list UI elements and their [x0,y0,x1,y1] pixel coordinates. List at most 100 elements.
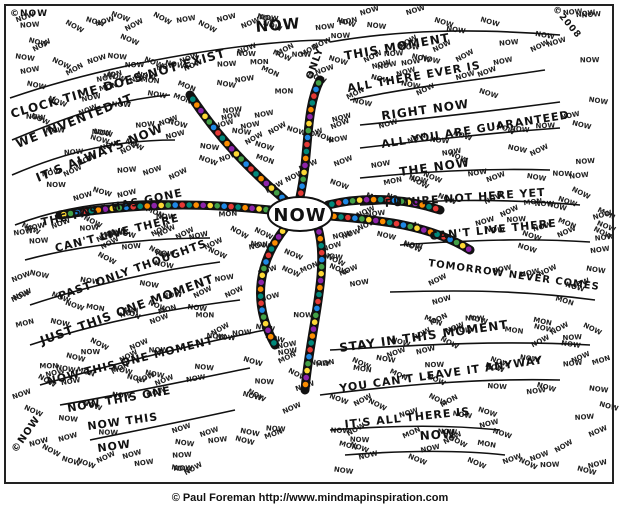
spoke-dot [263,206,269,213]
spoke-dot [302,162,308,169]
copyright-bottom-left: ©NOW [10,414,43,455]
spoke-dot [194,102,200,108]
filler-word: NOW [41,167,62,178]
filler-word: NOW [57,431,78,444]
branch-outline [329,30,561,43]
spoke-dot [315,298,321,305]
branch-outline [29,299,241,346]
spoke-dot [407,223,414,230]
spoke-dot [144,203,150,209]
branch-outline [39,329,266,386]
spoke-dot [74,209,81,216]
spoke-dot [305,360,311,367]
spoke-dot [419,202,426,208]
filler-word: NOW [172,451,192,460]
filler-word: NOW [207,435,228,445]
spoke-dot [319,256,325,263]
filler-word: NOW [384,49,404,58]
spoke-dot [219,135,226,141]
filler-word: NOW [467,167,488,178]
filler-word: NOW [487,382,507,391]
filler-word: NOW [400,43,420,51]
spoke-dot [336,200,342,206]
spoke-dot [440,234,447,240]
filler-word: NOW [530,333,551,349]
filler-word: NOW [569,171,590,181]
spoke-dot [379,218,386,225]
filler-word: NOW [366,21,387,31]
spoke-dot [258,279,265,286]
branch-outlines [9,30,596,456]
filler-word: NOW [147,89,168,100]
filler-word: NOW [29,236,49,245]
spoke-dot [207,202,213,209]
filler-word: NOW [41,443,62,459]
label-now-bottom-right: NOW [419,426,456,443]
branch-outline [29,261,221,306]
filler-word: NOW [240,427,261,439]
filler-word: NOW [162,291,182,300]
spoke-dot [130,204,136,210]
filler-word: NOW [26,113,46,122]
spoke-dot [303,374,310,381]
spoke-dot [238,156,244,162]
spoke-dot [272,240,278,246]
footer-credit: © Paul Foreman http://www.mindmapinspira… [171,492,449,504]
filler-word: NOW [535,200,555,208]
spoke-dot [258,300,264,307]
filler-word: NOW [281,401,302,416]
filler-word: NOW [46,181,66,189]
spoke-dot [248,166,254,172]
filler-word: NOW [253,226,274,242]
filler-word: NOW [571,119,592,131]
filler-word: NOW [429,136,449,146]
filler-word: NOW [479,16,500,29]
filler-word: NOW [535,122,555,131]
spoke-dot [370,196,377,203]
filler-word: NOW [55,363,76,374]
filler-word: NOW [283,247,304,262]
filler-word: NOW [155,249,175,258]
spoke-dot [193,202,199,208]
colored-spokes [55,75,475,395]
spoke-dot [373,217,379,224]
filler-word: NOW [64,18,85,35]
branch-outline [11,139,176,176]
filler-word: NOW [582,321,603,337]
filler-word: NOW [173,464,193,472]
spoke-dot [405,199,412,206]
filler-word: NOW [401,57,422,68]
spoke-dot [268,246,275,252]
filler-word: NOW [156,61,177,72]
spoke-dot [186,202,192,208]
spoke-dot [459,242,466,249]
spoke-dot [258,175,264,182]
filler-word: NOW [517,242,538,256]
spoke-dot [313,86,319,93]
filler-word: NOW [510,125,530,135]
spoke-dot [306,353,312,360]
spoke-dot [200,202,206,209]
center-node-outline [267,196,333,232]
filler-word: NOW [329,178,350,192]
branch-outline [359,127,561,149]
spoke-dot [314,305,320,312]
filler-word: NOW [575,8,596,19]
spoke-dot [102,206,109,212]
center-label: NOW [273,205,326,226]
spoke-dot [421,227,427,233]
filler-word: NOW [240,120,261,132]
spoke-dot [81,208,88,215]
filler-word: NOW [420,53,441,66]
filler-word: NOW [310,359,330,369]
spoke-dot [400,222,407,228]
filler-word: NOW [452,409,473,420]
filler-word: NOW [315,22,336,32]
copyright-top-left: ©NOW [10,9,48,19]
filler-word: NOW [478,87,499,101]
spoke-dot [257,293,264,300]
filler-word: NOW [236,50,256,58]
filler-word: NOW [154,259,175,271]
filler-word: NOW [222,105,243,115]
